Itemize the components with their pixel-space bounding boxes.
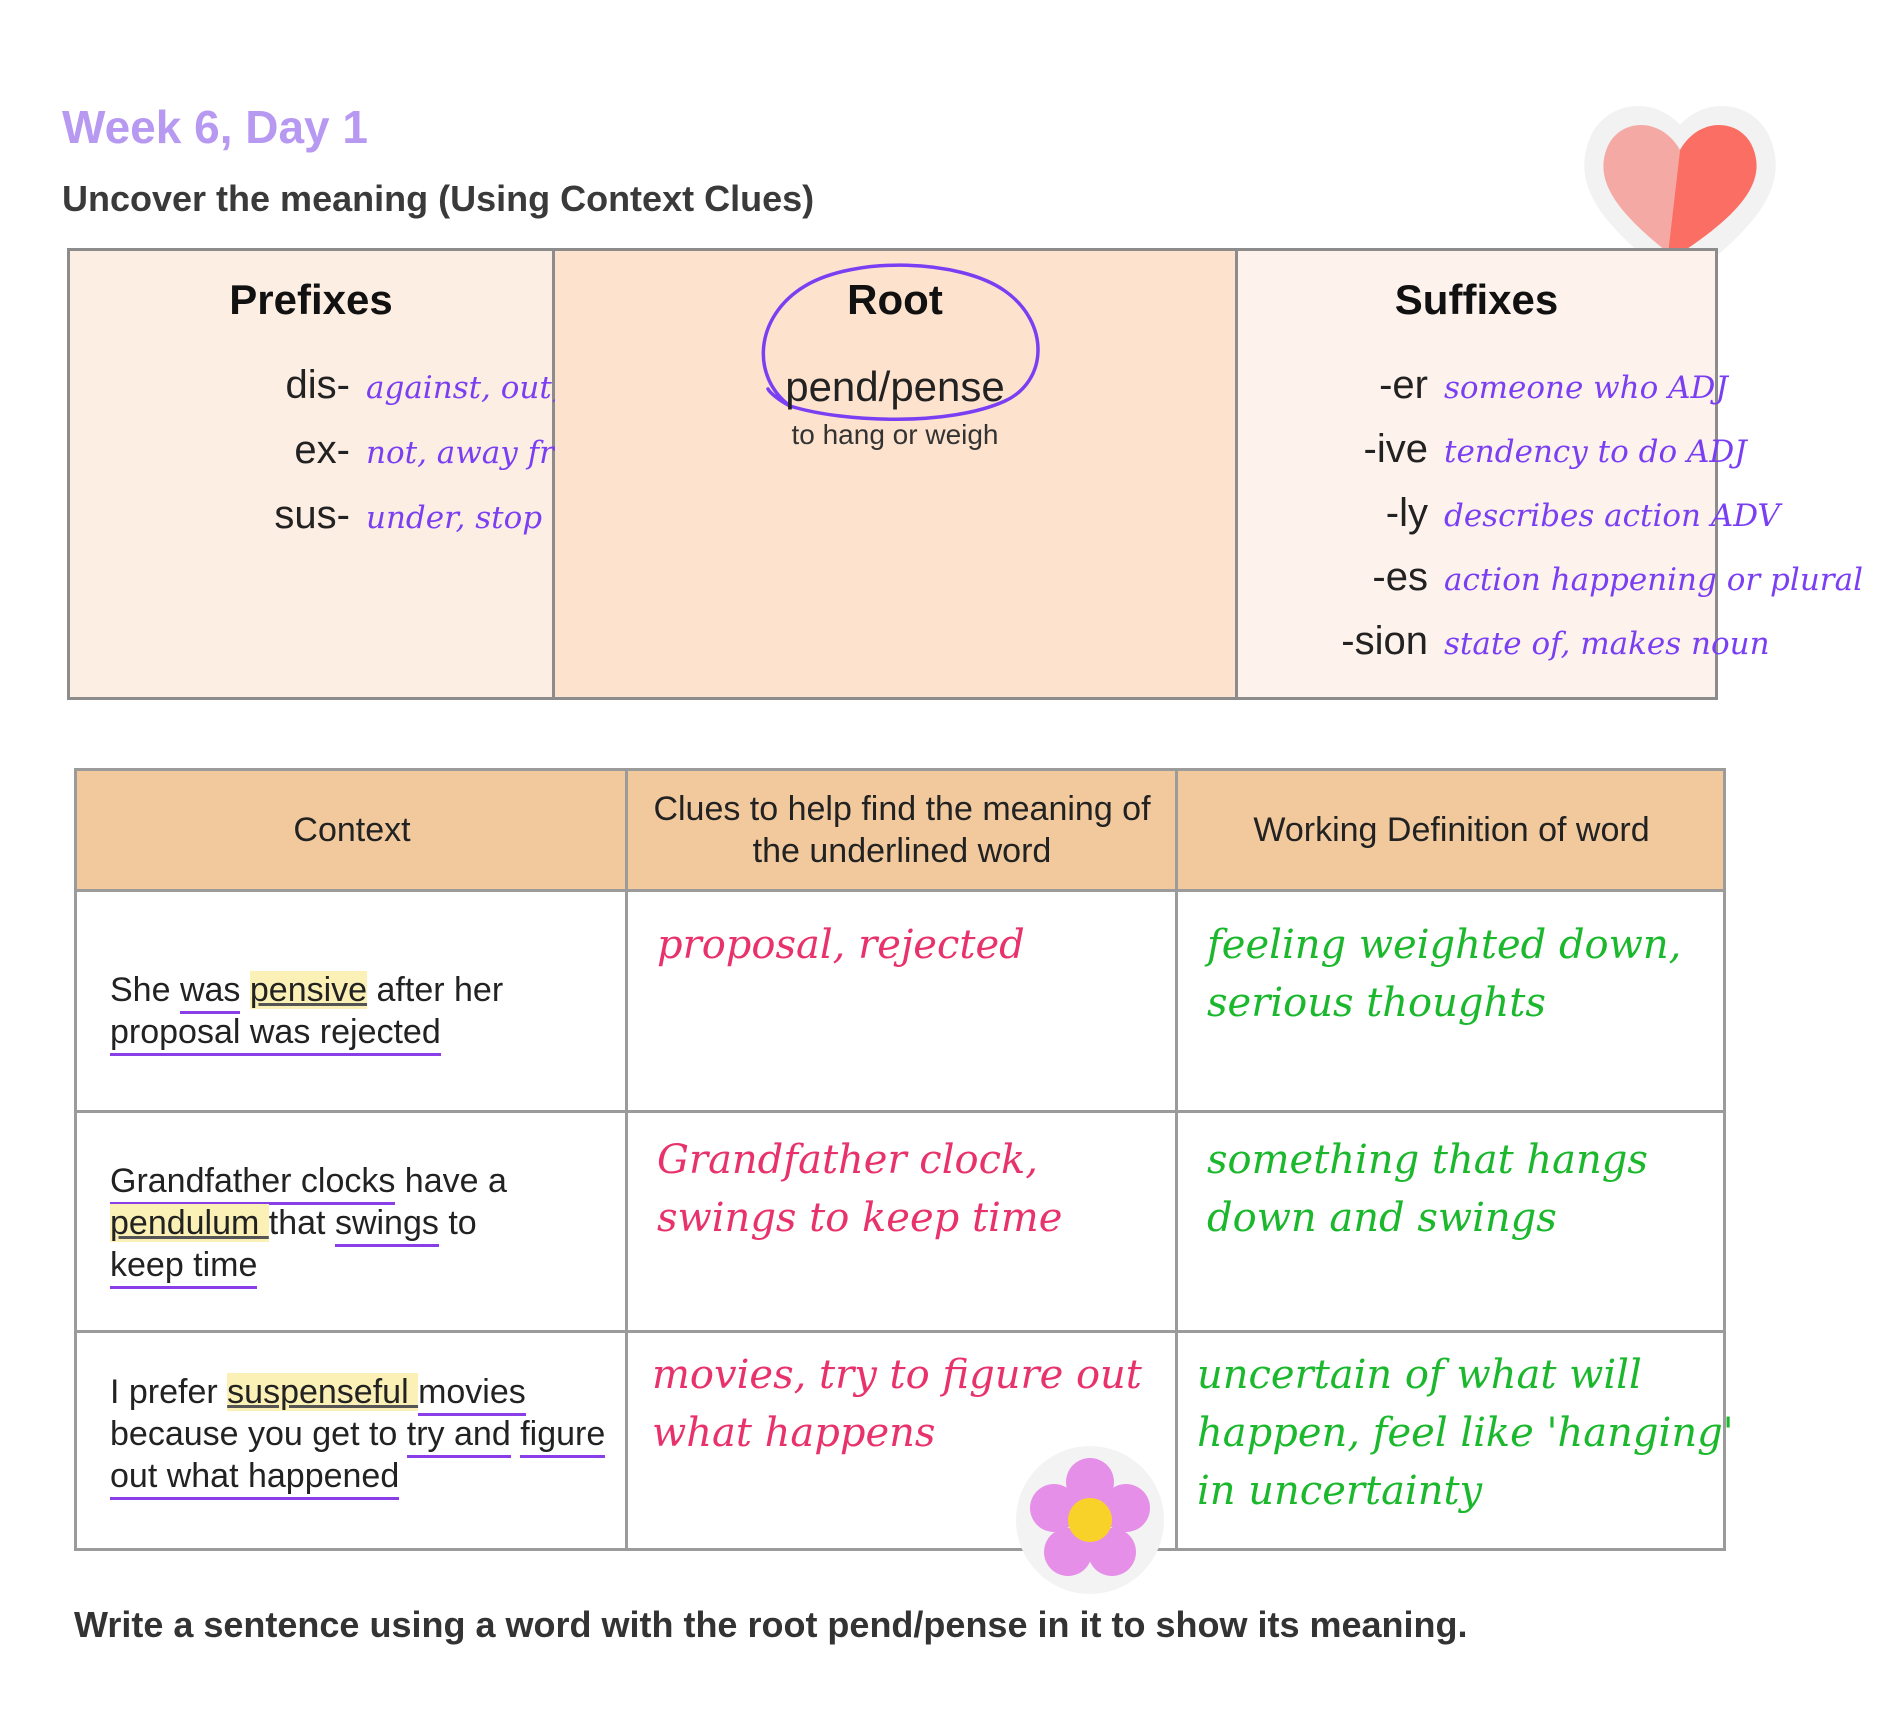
page-subtitle: Uncover the meaning (Using Context Clues… — [62, 178, 815, 219]
suffix-row: -sion state of, makes noun — [1228, 619, 1770, 664]
context-underline: figure out what happened — [110, 1415, 606, 1500]
suffix-meaning: describes action ADV — [1444, 498, 1780, 534]
clue-text: movies, try to figure out what happens — [652, 1352, 1142, 1456]
suffix-meaning: tendency to do ADJ — [1444, 434, 1747, 470]
root-column: Root pend/pense to hang or weigh — [555, 251, 1238, 697]
column-divider — [1175, 771, 1178, 1548]
prefix-meaning: under, stop — [366, 500, 543, 536]
context-segment — [511, 1415, 520, 1453]
prefix-affix: ex- — [294, 428, 350, 472]
context-clues-table: Context Clues to help find the meaning o… — [74, 768, 1734, 1551]
context-underline: Grandfather clocks — [110, 1162, 396, 1205]
suffix-affix: -ly — [1385, 491, 1428, 535]
root-circle-annotation — [761, 263, 1040, 421]
suffix-row: -er someone who ADJ — [1228, 363, 1728, 408]
suffix-meaning: someone who ADJ — [1444, 370, 1728, 406]
context-underline: swings — [334, 1204, 439, 1247]
definition-text: something that hangs down and swings — [1207, 1137, 1648, 1241]
prefix-row: sus-under, stop — [70, 493, 542, 538]
flower-sticker-icon — [1010, 1440, 1170, 1600]
clue-text: Grandfather clock, swings to keep time — [657, 1137, 1063, 1241]
context-text: Grandfather clocks have a pendulum that … — [110, 1160, 630, 1289]
context-underline: try and — [406, 1415, 511, 1458]
context-segment: I prefer — [110, 1373, 228, 1411]
definition-text: uncertain of what will happen, feel like… — [1197, 1352, 1734, 1514]
word-parts-table: Prefixes dis-against, out, not ex-not, a… — [67, 248, 1863, 700]
table-header-row: Context Clues to help find the meaning o… — [77, 771, 1723, 892]
prefix-affix: sus- — [274, 493, 350, 537]
context-text: She was pensive after her proposal was r… — [110, 969, 630, 1056]
row-divider — [77, 1330, 1723, 1333]
suffix-meaning: state of, makes noun — [1444, 626, 1770, 662]
context-segment: because you get to — [110, 1415, 407, 1453]
header-clues: Clues to help find the meaning of the un… — [653, 789, 1151, 871]
context-segment: to — [438, 1204, 477, 1242]
suffixes-heading: Suffixes — [1394, 276, 1559, 323]
column-divider — [625, 771, 628, 1548]
root-word: pend/pense — [785, 363, 1005, 410]
target-word: pendulum — [110, 1204, 269, 1242]
row-divider — [77, 1110, 1723, 1113]
heart-sticker-icon — [1575, 90, 1785, 290]
root-heading: Root — [847, 276, 943, 323]
header-definition: Working Definition of word — [1253, 810, 1650, 849]
prefix-row: ex-not, away from — [70, 428, 602, 473]
root-meaning: to hang or weigh — [791, 419, 999, 450]
prefix-affix: dis- — [285, 363, 350, 407]
context-segment: have a — [395, 1162, 507, 1200]
prefixes-column: Prefixes dis-against, out, not ex-not, a… — [70, 251, 623, 697]
prefixes-heading: Prefixes — [229, 276, 393, 323]
suffix-affix: -es — [1372, 555, 1428, 599]
context-underline: was — [179, 971, 241, 1014]
context-underline: keep time — [110, 1246, 258, 1289]
prefix-row: dis-against, out, not — [70, 363, 623, 408]
suffix-affix: -ive — [1363, 427, 1428, 471]
suffixes-column: Suffixes -er someone who ADJ -ive tendency… — [1238, 251, 1863, 697]
suffix-row: -ly describes action ADV — [1228, 491, 1780, 536]
context-segment: that — [268, 1204, 335, 1242]
context-segment: She — [110, 971, 180, 1009]
header-context: Context — [293, 810, 411, 849]
page-title: Week 6, Day 1 — [62, 101, 369, 153]
context-segment — [240, 971, 249, 1009]
suffix-row: -es action happening or plural — [1228, 555, 1863, 600]
context-underline: movies — [418, 1373, 526, 1416]
definition-text: feeling weighted down, serious thoughts — [1207, 922, 1682, 1026]
writing-prompt: Write a sentence using a word with the r… — [74, 1604, 1468, 1645]
suffix-affix: -er — [1379, 363, 1428, 407]
suffix-row: -ive tendency to do ADJ — [1228, 427, 1747, 472]
context-segment: after her — [367, 971, 504, 1009]
context-text: I prefer suspenseful movies because you … — [110, 1371, 630, 1500]
target-word: suspenseful — [227, 1373, 419, 1411]
suffix-meaning: action happening or plural — [1444, 562, 1863, 598]
target-word: pensive — [249, 971, 368, 1009]
suffix-affix: -sion — [1341, 619, 1428, 663]
context-underline: proposal was rejected — [110, 1013, 441, 1056]
clue-text: proposal, rejected — [657, 922, 1025, 968]
